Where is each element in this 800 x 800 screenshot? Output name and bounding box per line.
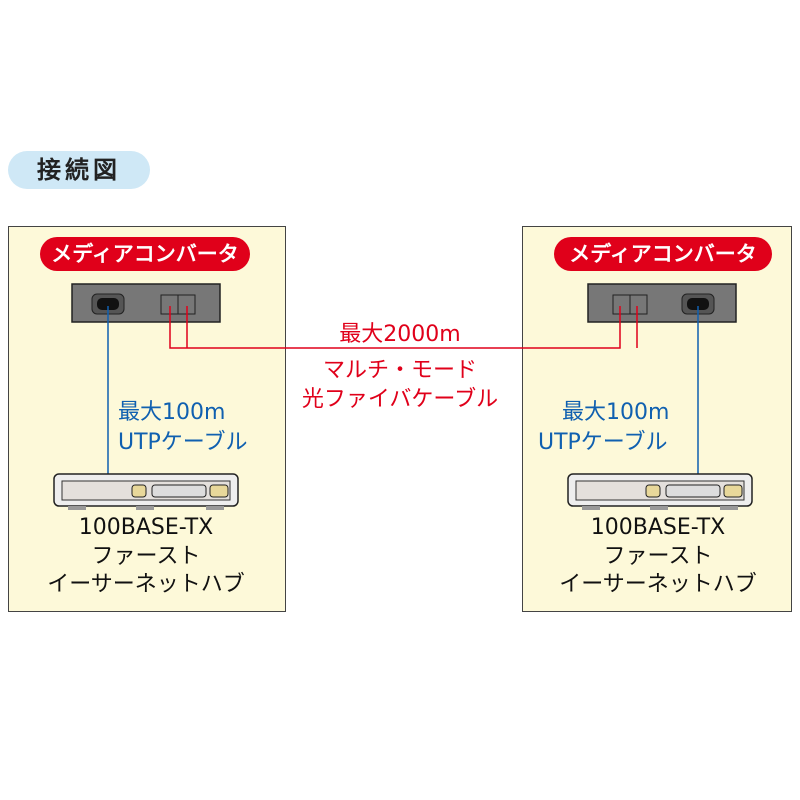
fiber-distance: 最大2000m [339, 322, 461, 347]
right-utp-distance: 最大100m [562, 400, 670, 425]
left-utp-distance: 最大100m [118, 400, 226, 425]
right-media-converter [587, 283, 737, 323]
right-hub [567, 473, 753, 510]
left-media-converter [71, 283, 221, 323]
right-hub-line2: ファースト [603, 544, 713, 569]
diagram-title: 接続図 [8, 151, 150, 189]
right-utp-label: UTPケーブル [538, 430, 668, 455]
right-hub-line1: 100BASE-TX [590, 515, 726, 540]
right-converter-label: メディアコンバータ [554, 237, 772, 271]
left-utp-label: UTPケーブル [118, 430, 248, 455]
left-hub-line1: 100BASE-TX [78, 515, 214, 540]
fiber-cable [169, 306, 638, 349]
left-hub-line3: イーサーネットハブ [47, 572, 245, 597]
fiber-mode: マルチ・モード [322, 358, 477, 383]
left-hub-line2: ファースト [91, 544, 201, 569]
left-converter-label: メディアコンバータ [40, 237, 250, 271]
left-hub [53, 473, 239, 510]
right-hub-line3: イーサーネットハブ [559, 572, 757, 597]
fiber-cable-label: 光ファイバケーブル [301, 387, 499, 412]
